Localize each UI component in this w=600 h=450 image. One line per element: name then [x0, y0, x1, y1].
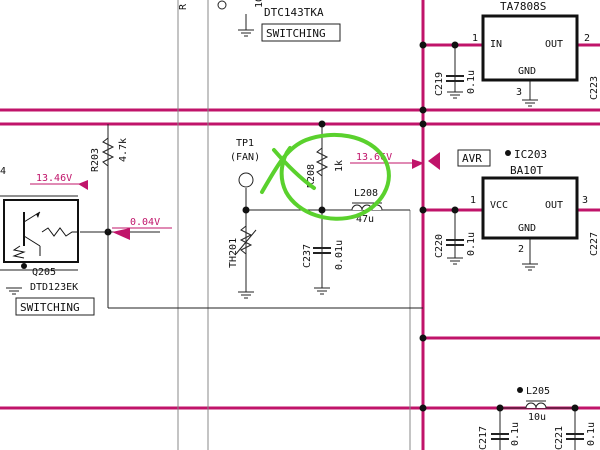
c220-value: 0.1u — [466, 232, 477, 256]
test-point-tp1: TP1 (FAN) — [230, 138, 260, 188]
ta7808-pin2: 2 — [584, 33, 590, 44]
q205-box — [3, 199, 79, 263]
l205-value: 10u — [528, 412, 546, 423]
capacitor-c237: C237 0.01u — [302, 240, 345, 295]
ba10t-out-label: OUT — [545, 200, 563, 211]
tp1-circle — [238, 172, 254, 188]
ta7808-in-label: IN — [490, 39, 502, 50]
c219-label: C219 — [434, 72, 445, 96]
thermistor-th201: TH201 — [228, 225, 257, 299]
fan-label: (FAN) — [230, 152, 260, 163]
switching-bot-label: SWITCHING — [20, 301, 80, 314]
junction-dots — [104, 41, 579, 412]
switching-top-label: SWITCHING — [266, 27, 326, 40]
switching-bot-box — [15, 297, 95, 316]
q205-label: Q205 — [32, 267, 56, 278]
voltage-1346: 13.46V — [36, 173, 72, 184]
inductor-l208: L208 47u — [351, 188, 383, 225]
green-stroke-annotation — [272, 148, 316, 190]
ground-symbol — [238, 14, 254, 37]
r203-label: R203 — [90, 148, 101, 172]
top-test-point — [217, 0, 227, 10]
voltage-004: 0.04V — [130, 217, 160, 228]
ba10t-gnd-label: GND — [518, 223, 536, 234]
ba10t-label: BA10T — [510, 164, 543, 177]
top-left-labels: R 10 DTC143TKA SWITCHING — [178, 0, 341, 42]
capacitors-bottom: C217 0.1u C221 0.1u — [478, 422, 597, 450]
ground-symbol — [6, 287, 22, 295]
c223-label: C223 — [589, 76, 600, 100]
c221-value: 0.1u — [586, 422, 597, 446]
capacitor-c220: C220 0.1u C227 — [434, 232, 600, 265]
ba10t-pin1: 1 — [470, 195, 476, 206]
capacitor-c219: C219 0.1u C223 — [434, 70, 600, 100]
voltage-1366: 13.66V — [356, 152, 392, 163]
dtd123-label: DTD123EK — [30, 282, 78, 293]
regulator-ic203: AVR IC203 BA10T VCC OUT GND 1 3 2 — [428, 148, 588, 271]
voltage-markers: 13.46V 4 0.04V 13.66V — [0, 152, 424, 240]
ground-symbol — [447, 257, 463, 265]
ic203-label: IC203 — [514, 148, 547, 161]
c219-value: 0.1u — [466, 70, 477, 94]
ta7808-regulator: TA7808S IN OUT GND 1 2 3 — [472, 0, 590, 107]
ground-symbol — [522, 263, 538, 271]
ground-symbol — [238, 291, 254, 299]
l208-label: L208 — [354, 188, 378, 199]
c220-label: C220 — [434, 234, 445, 258]
ground-symbol — [447, 91, 463, 99]
ten-top-label: 10 — [254, 0, 265, 8]
tp1-label: TP1 — [236, 138, 254, 149]
ground-symbol — [522, 99, 538, 107]
ta7808-pin3: 3 — [516, 87, 522, 98]
dtc143-label: DTC143TKA — [264, 6, 324, 19]
ba10t-pin2: 2 — [518, 244, 524, 255]
ta7808-gnd-label: GND — [518, 66, 536, 77]
avr-box — [457, 149, 491, 167]
ta7808-pin1: 1 — [472, 33, 478, 44]
resistor-r203: R203 4.7k — [90, 124, 129, 232]
ground-symbol — [314, 287, 330, 295]
ba10t-box — [481, 176, 579, 240]
inductor-l205: L205 10u — [517, 386, 550, 423]
avr-label: AVR — [462, 152, 482, 165]
c217-label: C217 — [478, 426, 489, 450]
transistor-q205: Q205 DTD123EK SWITCHING — [3, 199, 95, 316]
r203-value: 4.7k — [118, 138, 129, 162]
switching-top-box — [261, 23, 341, 42]
r208-value: 1k — [334, 160, 345, 172]
c217-value: 0.1u — [510, 422, 521, 446]
l208-value: 47u — [356, 214, 374, 225]
ba10t-vcc-label: VCC — [490, 200, 508, 211]
l205-label: L205 — [526, 386, 550, 397]
r208-label: R208 — [306, 164, 317, 188]
green-circle-annotation — [260, 132, 391, 221]
ta7808-out-label: OUT — [545, 39, 563, 50]
ta7808-box — [481, 14, 579, 82]
th201-label: TH201 — [228, 238, 239, 268]
pin-four-label: 4 — [0, 166, 6, 177]
r-top-label: R — [178, 3, 189, 10]
c237-value: 0.01u — [334, 240, 345, 270]
c237-label: C237 — [302, 244, 313, 268]
ta7808-label: TA7808S — [500, 0, 546, 13]
c221-label: C221 — [554, 426, 565, 450]
c227-label: C227 — [589, 232, 600, 256]
ba10t-pin3: 3 — [582, 195, 588, 206]
resistor-r208: R208 1k — [306, 147, 345, 188]
